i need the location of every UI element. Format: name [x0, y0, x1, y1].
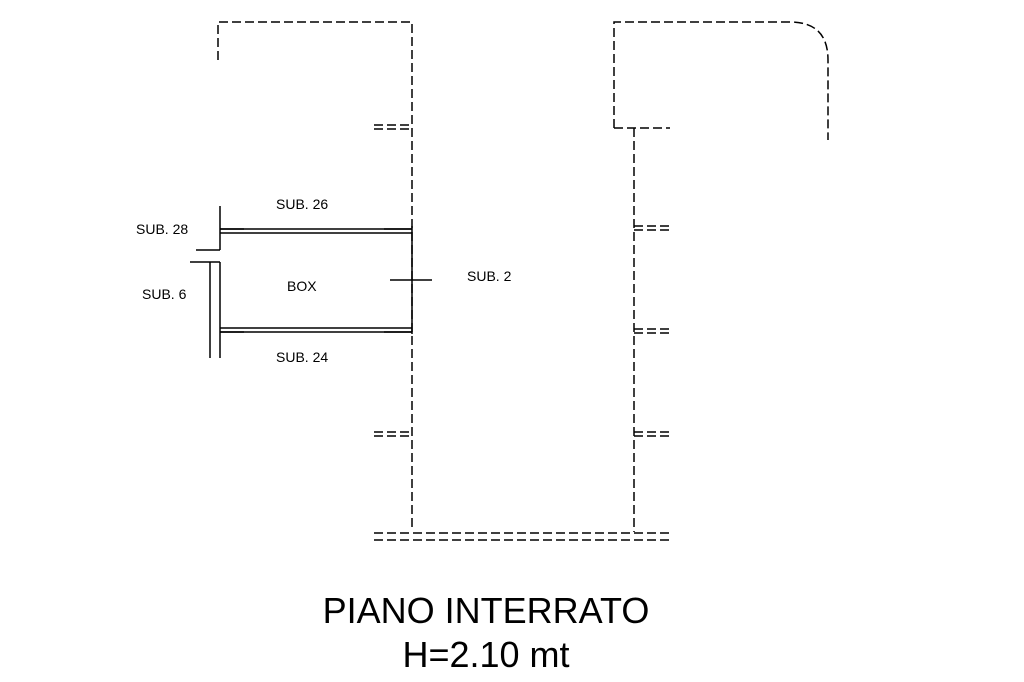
- plan-title: PIANO INTERRATO: [323, 590, 650, 631]
- right-wall: [613, 21, 829, 532]
- left-wall: [217, 21, 413, 530]
- bottom-wall: [374, 532, 672, 541]
- label-sub-24: SUB. 24: [276, 349, 328, 365]
- label-box: BOX: [287, 278, 317, 294]
- plan-height: H=2.10 mt: [402, 634, 569, 675]
- label-sub-28: SUB. 28: [136, 221, 188, 237]
- label-sub-26: SUB. 26: [276, 196, 328, 212]
- label-sub-6: SUB. 6: [142, 286, 187, 302]
- label-sub-2: SUB. 2: [467, 268, 512, 284]
- box-unit: [190, 206, 432, 358]
